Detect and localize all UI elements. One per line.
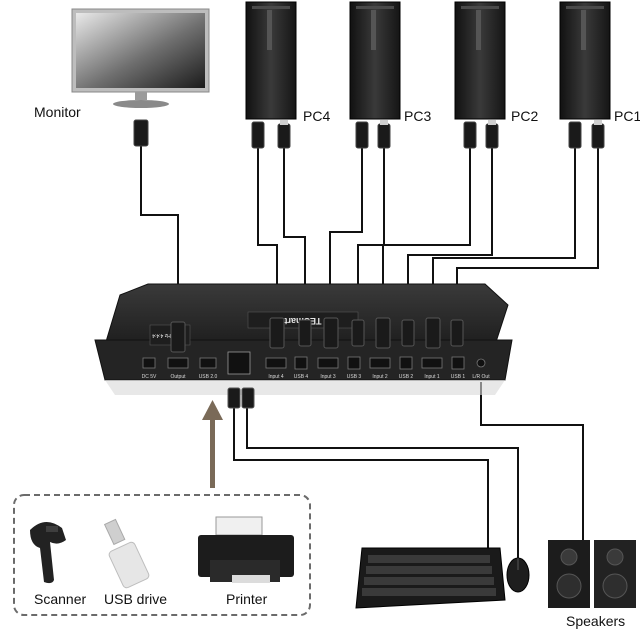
connector-plugs: [133, 119, 605, 149]
port-labels: DC 5V Output USB 2.0 Input 4 USB 4 Input…: [142, 374, 491, 380]
port-label-usb20: USB 2.0: [199, 374, 218, 380]
switch-ports: [142, 351, 486, 375]
port-label-usb1: USB 1: [451, 374, 466, 380]
pc3-tower-icon: [349, 1, 401, 120]
scanner-icon: [30, 521, 66, 584]
pc4-label: PC4: [303, 108, 331, 124]
switch-model-text: 4K 60Hz 4:4:4: [152, 332, 184, 338]
scanner-label: Scanner: [34, 591, 87, 607]
pc1-label: PC1: [614, 108, 640, 124]
usb-drive-icon: [103, 518, 150, 589]
printer-label: Printer: [226, 591, 268, 607]
pc2-label: PC2: [511, 108, 539, 124]
up-arrow-icon: [202, 400, 223, 488]
port-label-input2: Input 2: [372, 374, 388, 380]
pc4-tower-icon: [245, 1, 297, 120]
monitor-icon: [71, 8, 210, 108]
printer-icon: [198, 516, 294, 583]
speakers-icon: [548, 540, 636, 608]
port-label-output: Output: [170, 374, 186, 380]
peripherals-box: [13, 494, 311, 616]
usb-tips: [280, 120, 602, 125]
port-label-usb3: USB 3: [347, 374, 362, 380]
pc1-tower-icon: [559, 1, 611, 120]
port-label-usb4: USB 4: [294, 374, 309, 380]
port-label-input4: Input 4: [268, 374, 284, 380]
switch-plugs: [170, 317, 464, 353]
usb-drive-label: USB drive: [104, 591, 168, 607]
speakers-label: Speakers: [566, 613, 626, 629]
bottom-usb-plugs: [227, 387, 255, 409]
port-label-dc: DC 5V: [142, 374, 157, 380]
port-label-input3: Input 3: [320, 374, 336, 380]
pc2-tower-icon: [454, 1, 506, 120]
mouse-icon: [506, 557, 530, 593]
pc3-label: PC3: [404, 108, 432, 124]
keyboard-icon: [355, 547, 506, 609]
port-label-input1: Input 1: [424, 374, 440, 380]
port-label-lrout: L/R Out: [472, 374, 490, 380]
port-label-usb2: USB 2: [399, 374, 414, 380]
monitor-label: Monitor: [34, 104, 81, 120]
